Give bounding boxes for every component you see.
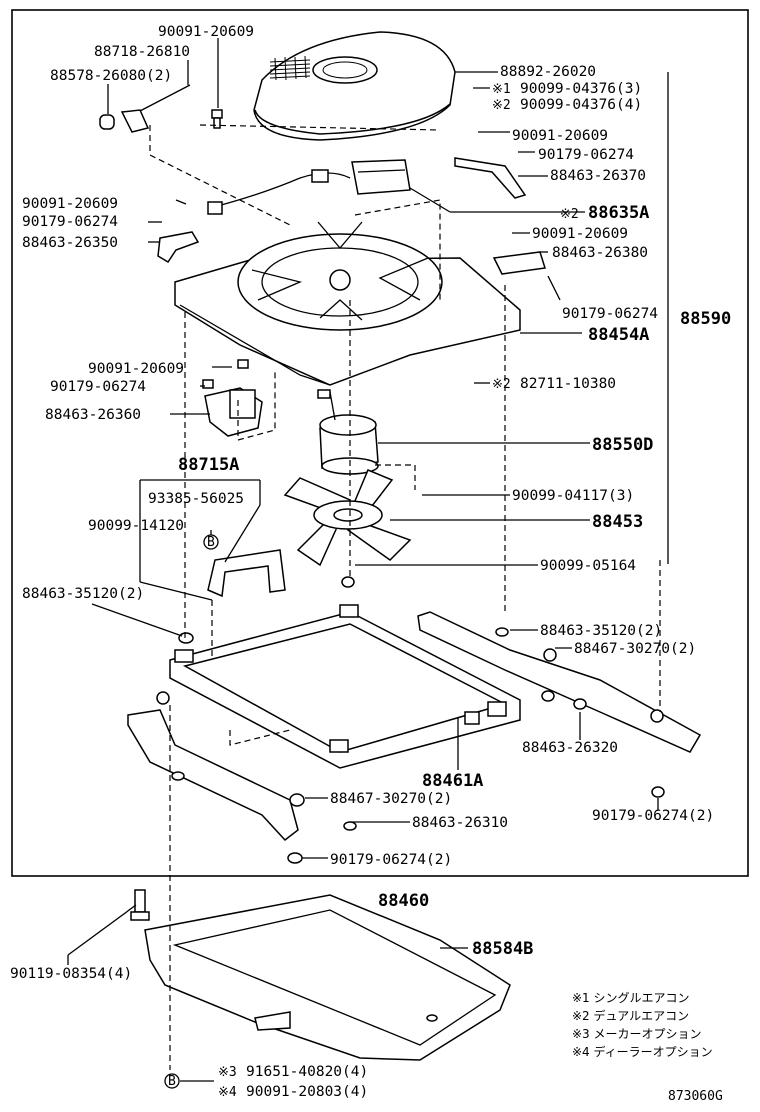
label-88467-30270-b: 88467-30270(2) bbox=[330, 791, 452, 807]
label-90091-20609-r2: 90091-20609 bbox=[532, 226, 628, 242]
fan-shroud bbox=[174, 221, 521, 386]
label-88584B: 88584B bbox=[472, 939, 533, 959]
label-90091-20609-r1: 90091-20609 bbox=[512, 128, 608, 144]
note-4: ※4 ディーラーオプション bbox=[572, 1044, 713, 1059]
bracket-88463-26370 bbox=[454, 157, 527, 199]
circle-b-text: B bbox=[207, 535, 215, 550]
label-88453: 88453 bbox=[592, 512, 643, 532]
label-88454A: 88454A bbox=[588, 325, 649, 345]
label-88578-26080: 88578-26080(2) bbox=[50, 68, 172, 84]
label-88461A: 88461A bbox=[422, 771, 483, 791]
circle-b-marker-2 bbox=[164, 1073, 180, 1089]
label-90179-06274-l1: 90179-06274 bbox=[22, 214, 118, 230]
note-1: ※1 シングルエアコン bbox=[572, 991, 690, 1005]
mounts-right bbox=[495, 627, 665, 798]
mark-2a: ※2 bbox=[492, 98, 511, 113]
mark-2c: ※2 bbox=[492, 377, 511, 392]
label-90099-04376-3: 90099-04376(3) bbox=[520, 81, 642, 97]
label-88463-26320: 88463-26320 bbox=[522, 740, 618, 756]
label-90179-06274-2r: 90179-06274(2) bbox=[592, 808, 714, 824]
label-88463-26350: 88463-26350 bbox=[22, 235, 118, 251]
label-90179-06274-r1: 90179-06274 bbox=[538, 147, 634, 163]
label-90119-08354: 90119-08354(4) bbox=[10, 966, 132, 982]
dashed-guides bbox=[149, 124, 661, 1070]
note-3: ※3 メーカーオプション bbox=[572, 1027, 702, 1041]
label-88463-26360: 88463-26360 bbox=[45, 407, 141, 423]
relay-bracket bbox=[204, 359, 263, 437]
under-cover bbox=[144, 894, 511, 1061]
label-82711-10380: 82711-10380 bbox=[520, 376, 616, 392]
label-90099-05164: 90099-05164 bbox=[540, 558, 636, 574]
label-90179-06274-2b: 90179-06274(2) bbox=[330, 852, 452, 868]
label-88718-26810: 88718-26810 bbox=[94, 44, 190, 60]
label-90091-20609-l2: 90091-20609 bbox=[88, 361, 184, 377]
radiator bbox=[169, 604, 521, 769]
bracket-88463-26350 bbox=[157, 231, 200, 264]
fan-motor bbox=[317, 389, 379, 475]
note-2: ※2 デュアルエアコン bbox=[572, 1008, 689, 1023]
label-88460: 88460 bbox=[378, 891, 429, 911]
label-90099-14120: 90099-14120 bbox=[88, 518, 184, 534]
mark-3: ※3 bbox=[218, 1065, 237, 1080]
label-90099-04117: 90099-04117(3) bbox=[512, 488, 634, 504]
label-90179-06274-l2: 90179-06274 bbox=[50, 379, 146, 395]
mounts-left bbox=[156, 576, 357, 864]
label-88463-26370: 88463-26370 bbox=[550, 168, 646, 184]
label-88715A: 88715A bbox=[178, 455, 239, 475]
leader-lines bbox=[67, 38, 659, 1082]
part-labels: 90091-20609 88718-26810 88578-26080(2) 8… bbox=[10, 24, 731, 1104]
notes-legend: ※1 シングルエアコン ※2 デュアルエアコン ※3 メーカーオプション ※4 … bbox=[572, 991, 713, 1059]
cooling-fan bbox=[283, 469, 412, 567]
label-88463-26310: 88463-26310 bbox=[412, 815, 508, 831]
label-91651-40820: 91651-40820(4) bbox=[246, 1064, 368, 1080]
label-93385-56025: 93385-56025 bbox=[148, 491, 244, 507]
bracket-88463-26320 bbox=[417, 611, 702, 753]
sensor-plug bbox=[99, 84, 191, 133]
label-90091-20609-l1: 90091-20609 bbox=[22, 196, 118, 212]
wiring-harness bbox=[207, 159, 411, 215]
bolt-90119-08354 bbox=[130, 889, 150, 921]
mark-2b: ※2 bbox=[560, 207, 579, 222]
handle-88715A bbox=[207, 549, 286, 598]
label-90179-06274-r2: 90179-06274 bbox=[562, 306, 658, 322]
shroud-cover bbox=[253, 31, 456, 141]
label-88463-35120-l: 88463-35120(2) bbox=[22, 586, 144, 602]
bracket-88463-26380 bbox=[492, 251, 546, 275]
bracket-88463-26310 bbox=[127, 709, 299, 842]
label-88463-35120-r: 88463-35120(2) bbox=[540, 623, 662, 639]
label-90091-20609-top: 90091-20609 bbox=[158, 24, 254, 40]
mark-4: ※4 bbox=[218, 1085, 237, 1100]
diagram-frame bbox=[11, 9, 749, 877]
label-88892-26020: 88892-26020 bbox=[500, 64, 596, 80]
label-88635A: 88635A bbox=[588, 203, 649, 223]
label-88463-26380: 88463-26380 bbox=[552, 245, 648, 261]
label-88467-30270-r: 88467-30270(2) bbox=[574, 641, 696, 657]
label-88550D: 88550D bbox=[592, 435, 653, 455]
figure-id: 873060G bbox=[668, 1089, 723, 1104]
circle-b-text-2: B bbox=[168, 1074, 176, 1089]
label-90099-04376-4: 90099-04376(4) bbox=[520, 97, 642, 113]
label-90091-20803: 90091-20803(4) bbox=[246, 1084, 368, 1100]
mark-1: ※1 bbox=[492, 82, 511, 97]
nut-90179-l2 bbox=[202, 379, 214, 389]
label-88590: 88590 bbox=[680, 309, 731, 329]
screw-90091-top bbox=[211, 109, 223, 129]
